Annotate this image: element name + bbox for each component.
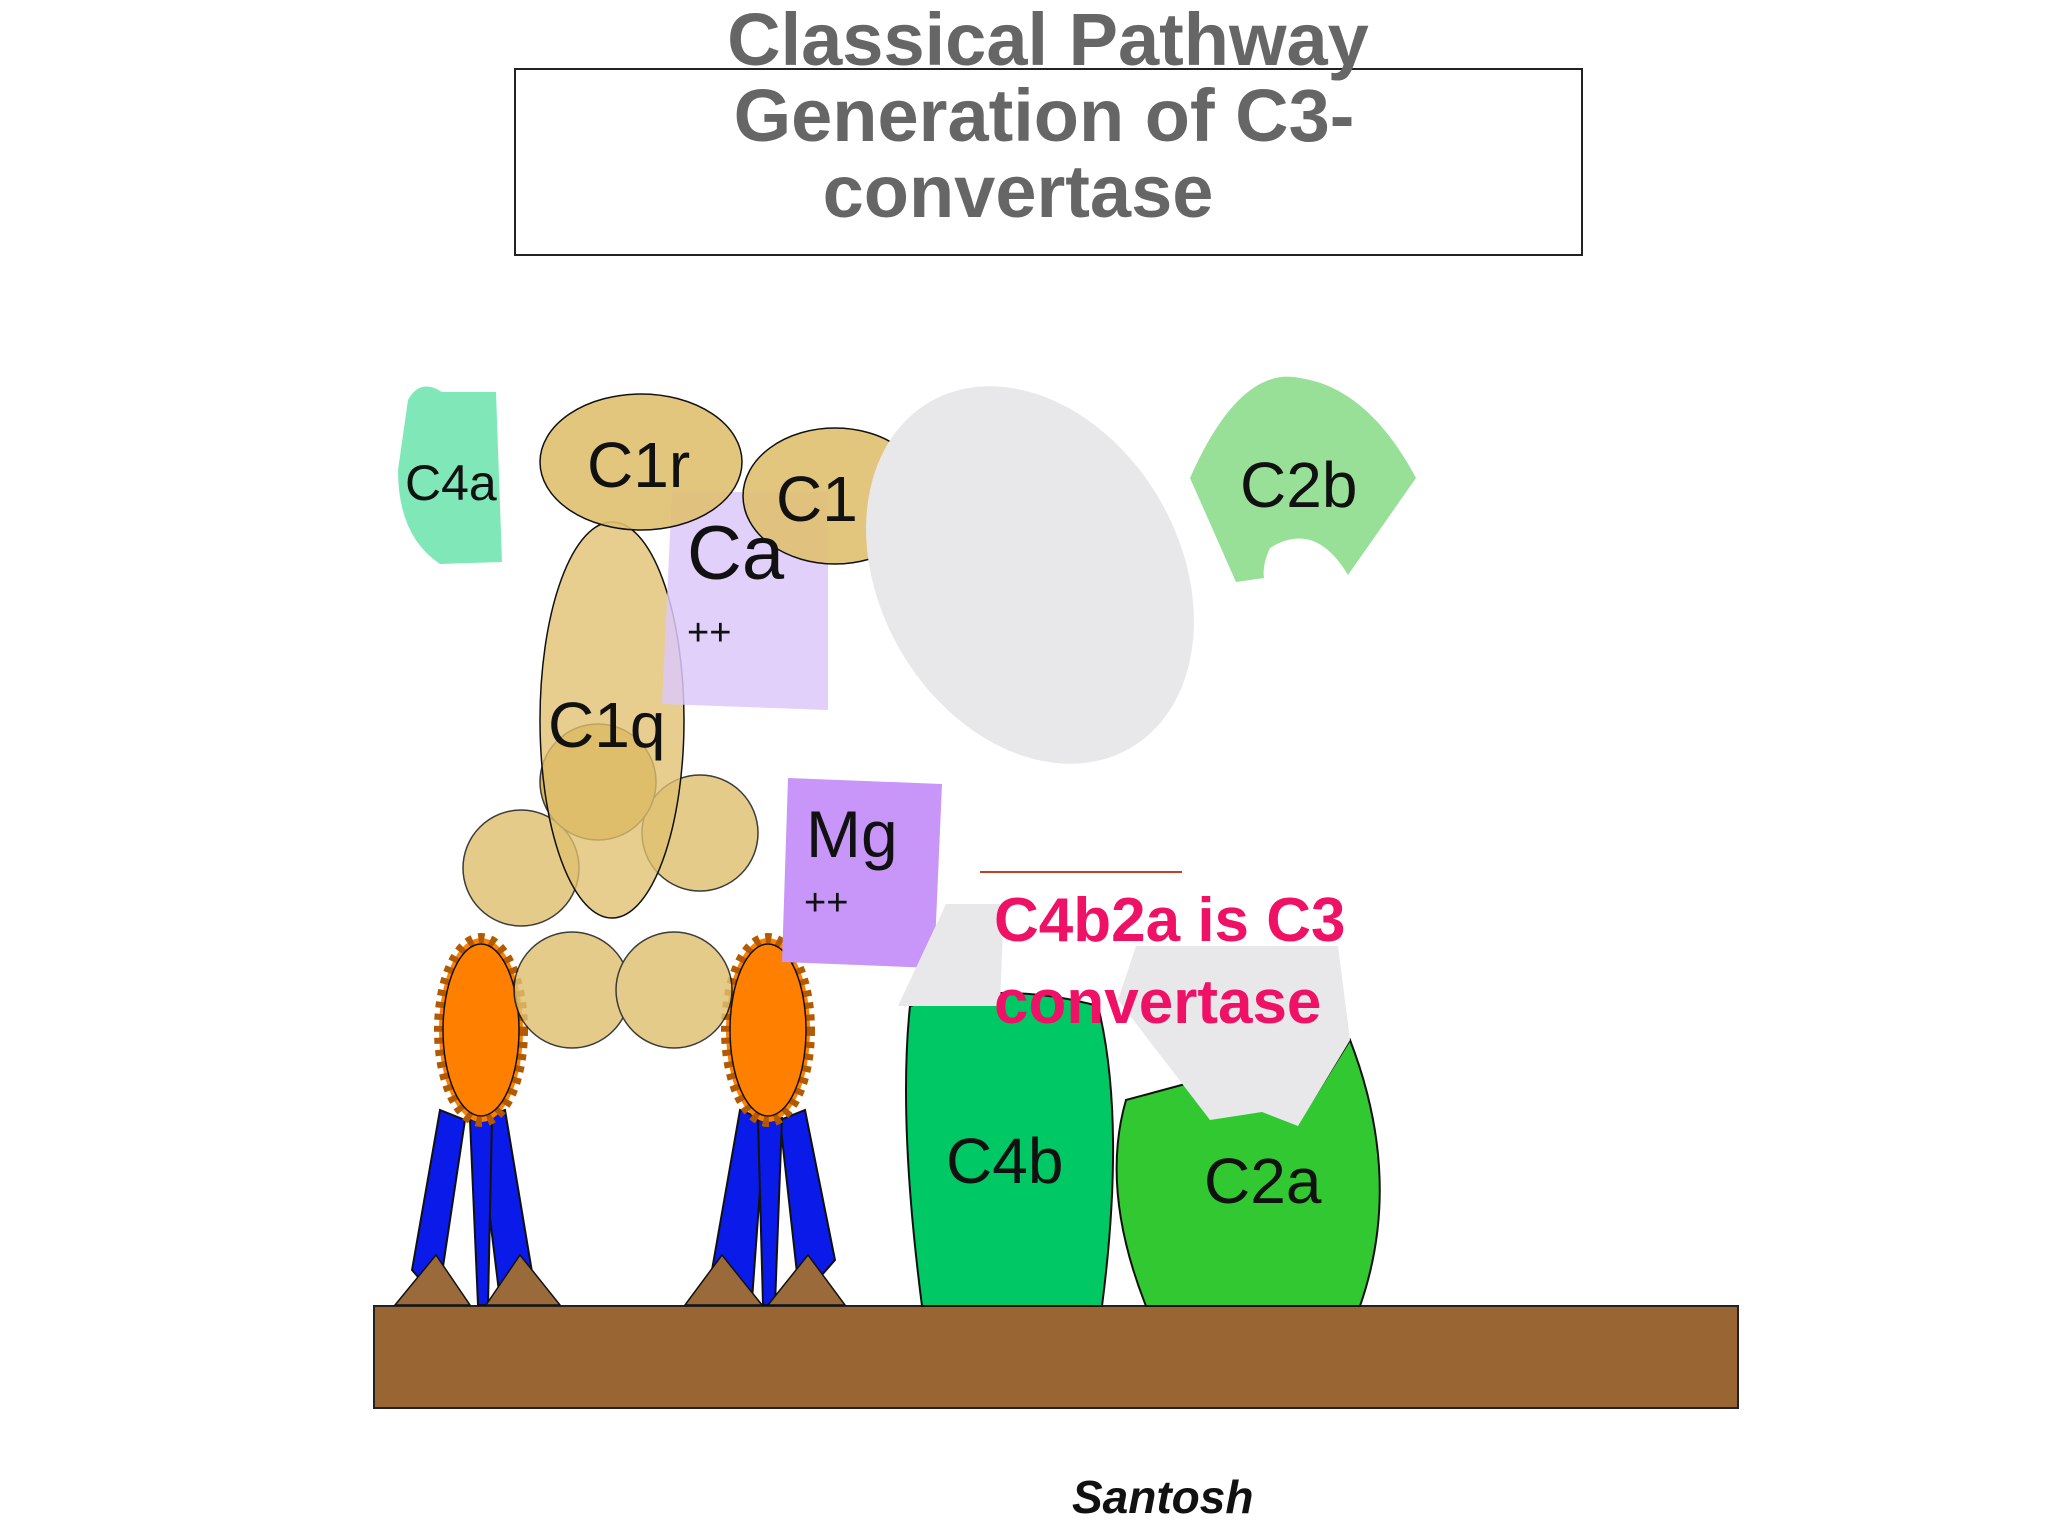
- mg-label: Mg: [806, 797, 898, 871]
- statement-line-1: C4b2a is C3: [994, 886, 1346, 955]
- c2a-label: C2a: [1204, 1145, 1322, 1217]
- c1q-label: C1q: [548, 689, 666, 761]
- antibody-right: [683, 933, 847, 1306]
- c2a-ghost-cap: [1118, 946, 1350, 1126]
- c4b-label: C4b: [946, 1125, 1064, 1197]
- c4b-protein: [905, 992, 1115, 1307]
- c2b-fragment: [1190, 376, 1416, 582]
- c4a-fragment: [398, 386, 502, 564]
- c1s-label: C1: [776, 463, 858, 535]
- title-line-3: convertase: [822, 150, 1214, 233]
- c1r-label: C1r: [587, 429, 691, 501]
- antigen-anchor-right-b: [766, 1253, 847, 1306]
- mg-ion-square: [782, 778, 942, 968]
- mg-charge: ++: [804, 882, 849, 924]
- cell-membrane: [373, 1305, 1739, 1409]
- c1r-ellipse: [539, 393, 743, 531]
- title-box: [514, 68, 1583, 256]
- statement-line-2: convertase: [994, 968, 1322, 1037]
- antibody-left: [393, 933, 562, 1306]
- ghost-ellipse: [866, 386, 1194, 764]
- ca-charge: ++: [687, 612, 732, 654]
- author-name: Santosh: [1072, 1471, 1254, 1523]
- c4a-label: C4a: [405, 455, 497, 511]
- title-line-1: Classical Pathway: [727, 0, 1369, 81]
- antigen-anchor-right-a: [683, 1253, 764, 1306]
- c2b-label: C2b: [1240, 449, 1358, 521]
- antigen-anchor-left-a: [393, 1253, 472, 1306]
- c4b-ghost-cap: [898, 904, 1004, 1006]
- title-line-2: Generation of C3-: [733, 74, 1355, 157]
- antigen-anchor-left-b: [484, 1253, 562, 1306]
- ca-label: Ca: [687, 511, 785, 596]
